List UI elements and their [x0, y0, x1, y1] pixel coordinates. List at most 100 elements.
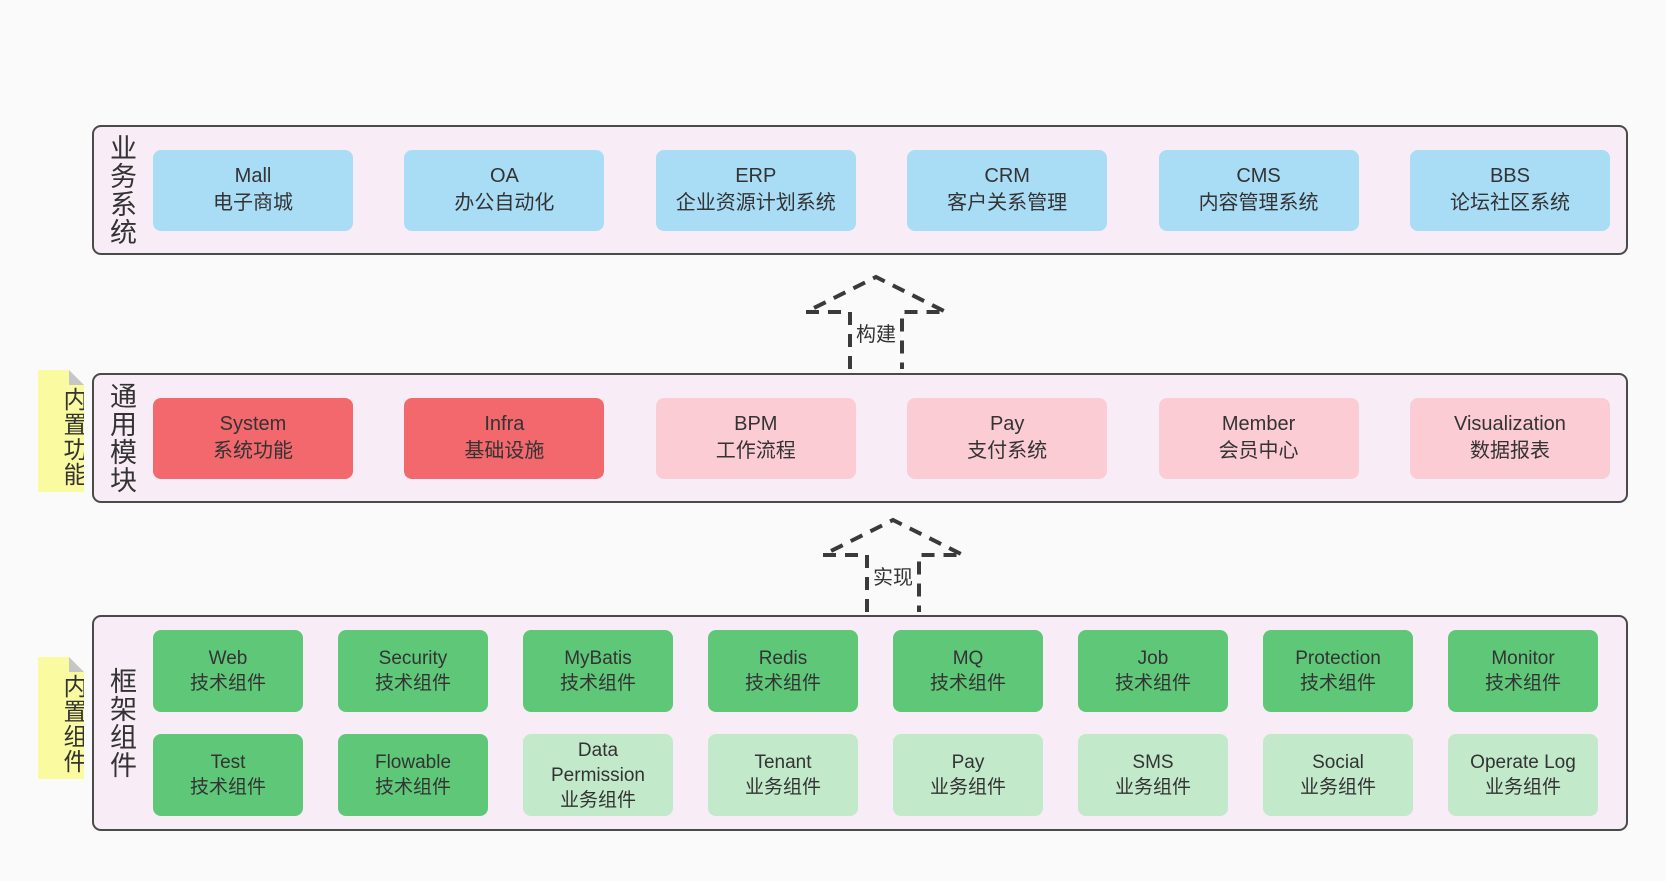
up-arrow-dashed-icon — [805, 274, 947, 369]
box-title: Visualization — [1453, 413, 1566, 435]
sticky-fold-corner — [69, 370, 84, 385]
box-title: MQ — [952, 648, 984, 669]
box-title: Pay — [951, 752, 985, 773]
common-modules-panel: 通用模块 System 系统功能 Infra 基础设施 BPM 工作流程 Pay… — [92, 373, 1628, 503]
box-visualization: Visualization 数据报表 — [1409, 397, 1610, 479]
box-web: Web 技术组件 — [153, 630, 303, 712]
box-title: Operate Log — [1470, 752, 1576, 773]
box-subtitle: 技术组件 — [1114, 673, 1191, 694]
box-protection: Protection 技术组件 — [1263, 630, 1413, 712]
box-title: SMS — [1132, 752, 1174, 773]
box-title: Security — [378, 648, 448, 669]
up-arrow-dashed-icon — [822, 517, 964, 612]
box-title: Data Permission — [551, 739, 645, 786]
implement-arrow-label: 实现 — [870, 560, 916, 591]
box-title: CMS — [1236, 165, 1281, 187]
components-row-1: Web 技术组件 Security 技术组件 MyBatis 技术组件 Redi… — [153, 630, 1598, 712]
build-arrow: 构建 — [801, 274, 951, 369]
box-title: Redis — [758, 648, 808, 669]
box-subtitle: 技术组件 — [189, 673, 266, 694]
box-oa: OA 办公自动化 — [404, 149, 605, 231]
box-subtitle: 技术组件 — [1484, 673, 1561, 694]
box-subtitle: 论坛社区系统 — [1449, 192, 1570, 214]
components-panel-title: 框架组件 — [106, 667, 136, 779]
box-title: Pay — [989, 413, 1025, 435]
box-infra: Infra 基础设施 — [404, 397, 605, 479]
box-erp: ERP 企业资源计划系统 — [655, 149, 856, 231]
box-sms: SMS 业务组件 — [1078, 734, 1228, 816]
box-subtitle: 内容管理系统 — [1198, 192, 1319, 214]
box-title: Social — [1312, 752, 1364, 773]
sticky-note-built-in-features: 内置功能 — [38, 370, 84, 492]
box-cms: CMS 内容管理系统 — [1158, 149, 1359, 231]
implement-arrow: 实现 — [818, 517, 968, 612]
box-subtitle: 技术组件 — [374, 673, 451, 694]
box-subtitle: 技术组件 — [559, 673, 636, 694]
box-subtitle: 电子商城 — [213, 192, 293, 214]
box-pay-biz: Pay 业务组件 — [893, 734, 1043, 816]
box-subtitle: 业务组件 — [1484, 777, 1561, 798]
box-title: Member — [1221, 413, 1296, 435]
box-security: Security 技术组件 — [338, 630, 488, 712]
box-subtitle: 技术组件 — [374, 777, 451, 798]
box-test: Test 技术组件 — [153, 734, 303, 816]
box-title: ERP — [735, 165, 777, 187]
box-bbs: BBS 论坛社区系统 — [1409, 149, 1610, 231]
box-subtitle: 技术组件 — [189, 777, 266, 798]
components-row-2: Test 技术组件 Flowable 技术组件 Data Permission … — [153, 734, 1598, 816]
sticky-fold-corner — [69, 657, 84, 672]
box-mall: Mall 电子商城 — [153, 149, 353, 231]
box-monitor: Monitor 技术组件 — [1448, 630, 1598, 712]
box-tenant: Tenant 业务组件 — [708, 734, 858, 816]
box-subtitle: 会员中心 — [1218, 440, 1299, 462]
box-mybatis: MyBatis 技术组件 — [523, 630, 673, 712]
sticky-note-built-in-components: 内置组件 — [38, 657, 84, 779]
box-job: Job 技术组件 — [1078, 630, 1228, 712]
box-subtitle: 数据报表 — [1469, 440, 1550, 462]
box-flowable: Flowable 技术组件 — [338, 734, 488, 816]
box-title: Protection — [1295, 648, 1381, 669]
box-title: Test — [210, 752, 246, 773]
box-title: Infra — [484, 413, 525, 435]
box-title: Job — [1137, 648, 1169, 669]
box-member: Member 会员中心 — [1158, 397, 1359, 479]
box-redis: Redis 技术组件 — [708, 630, 858, 712]
box-subtitle: 业务组件 — [744, 777, 821, 798]
box-pay: Pay 支付系统 — [907, 397, 1108, 479]
framework-components-panel: 框架组件 Web 技术组件 Security 技术组件 MyBatis 技术组件… — [92, 615, 1628, 831]
box-title: Tenant — [754, 752, 812, 773]
box-title: Web — [208, 648, 248, 669]
box-subtitle: 业务组件 — [1114, 777, 1191, 798]
box-subtitle: 技术组件 — [929, 673, 1006, 694]
business-systems-panel: 业务系统 Mall 电子商城 OA 办公自动化 ERP 企业资源计划系统 CRM… — [92, 125, 1628, 255]
box-title: Monitor — [1491, 648, 1555, 669]
business-box-row: Mall 电子商城 OA 办公自动化 ERP 企业资源计划系统 CRM 客户关系… — [153, 127, 1610, 253]
box-social: Social 业务组件 — [1263, 734, 1413, 816]
box-title: OA — [489, 165, 519, 187]
box-subtitle: 客户关系管理 — [947, 192, 1068, 214]
build-arrow-label: 构建 — [853, 317, 899, 348]
box-system: System 系统功能 — [153, 397, 353, 479]
box-data-permission: Data Permission 业务组件 — [523, 734, 673, 816]
box-bpm: BPM 工作流程 — [655, 397, 856, 479]
box-subtitle: 办公自动化 — [454, 192, 555, 214]
box-title: BBS — [1489, 165, 1530, 187]
box-title: Mall — [234, 165, 272, 187]
box-subtitle: 基础设施 — [464, 440, 545, 462]
modules-box-row: System 系统功能 Infra 基础设施 BPM 工作流程 Pay 支付系统… — [153, 375, 1610, 501]
box-operate-log: Operate Log 业务组件 — [1448, 734, 1598, 816]
box-subtitle: 工作流程 — [715, 440, 796, 462]
box-subtitle: 技术组件 — [744, 673, 821, 694]
box-title: Flowable — [374, 752, 452, 773]
box-subtitle: 业务组件 — [929, 777, 1006, 798]
box-subtitle: 业务组件 — [1299, 777, 1376, 798]
box-crm: CRM 客户关系管理 — [907, 149, 1108, 231]
box-mq: MQ 技术组件 — [893, 630, 1043, 712]
box-subtitle: 支付系统 — [967, 440, 1048, 462]
box-title: MyBatis — [564, 648, 632, 669]
modules-panel-title: 通用模块 — [106, 382, 136, 494]
box-title: System — [219, 413, 287, 435]
box-subtitle: 系统功能 — [213, 440, 293, 462]
business-panel-title: 业务系统 — [106, 134, 136, 246]
